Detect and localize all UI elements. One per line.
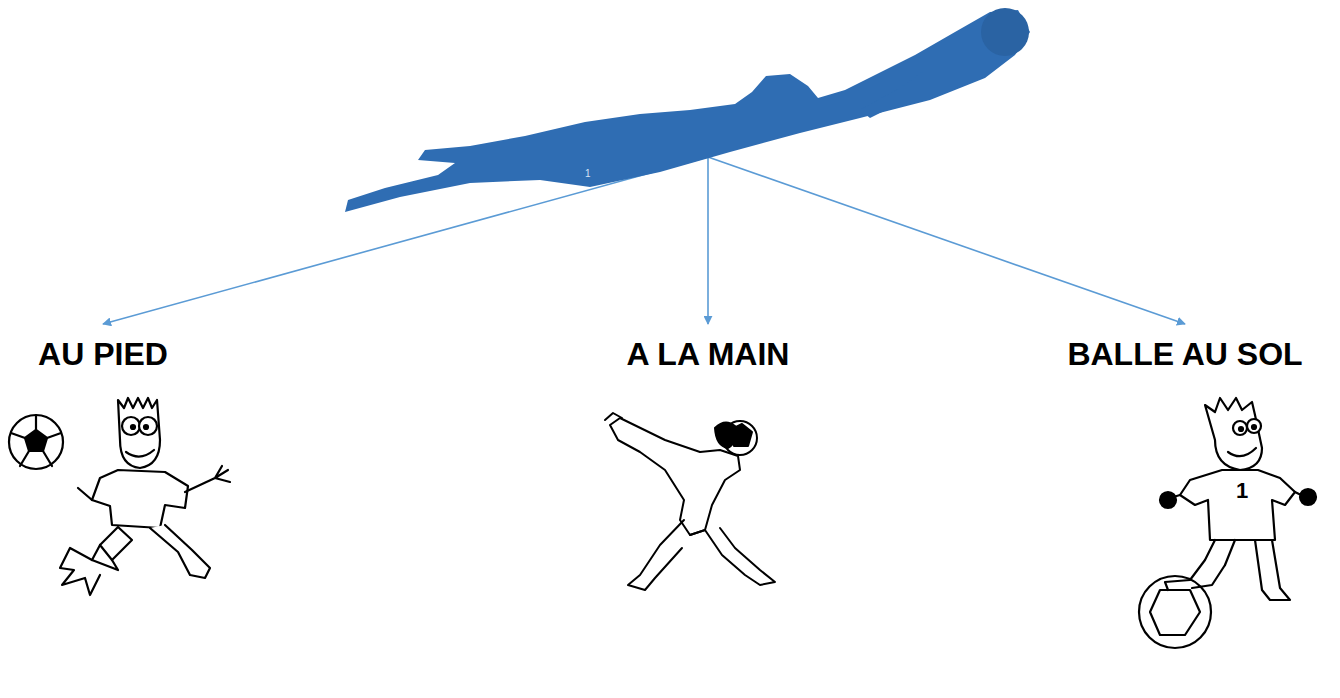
category-label: A LA MAIN xyxy=(621,332,796,377)
shirt-number: 1 xyxy=(585,168,591,179)
kicking-boy xyxy=(9,398,230,595)
arrow-connector xyxy=(707,157,709,324)
category-label: BALLE AU SOL xyxy=(1061,332,1308,377)
category-text: AU PIED xyxy=(32,332,174,377)
arrow-connector xyxy=(708,157,1185,324)
arrow-connector xyxy=(103,157,708,324)
category-label: AU PIED xyxy=(32,332,174,377)
shirt-number: 1 xyxy=(1236,478,1248,504)
goalkeeper-silhouette xyxy=(338,0,1038,225)
category-text: A LA MAIN xyxy=(621,332,796,377)
player-foot-on-ball xyxy=(1139,398,1316,648)
category-text: BALLE AU SOL xyxy=(1061,332,1308,377)
throwing-player xyxy=(605,413,775,590)
goalkeeper-node: 1 xyxy=(338,0,1038,225)
